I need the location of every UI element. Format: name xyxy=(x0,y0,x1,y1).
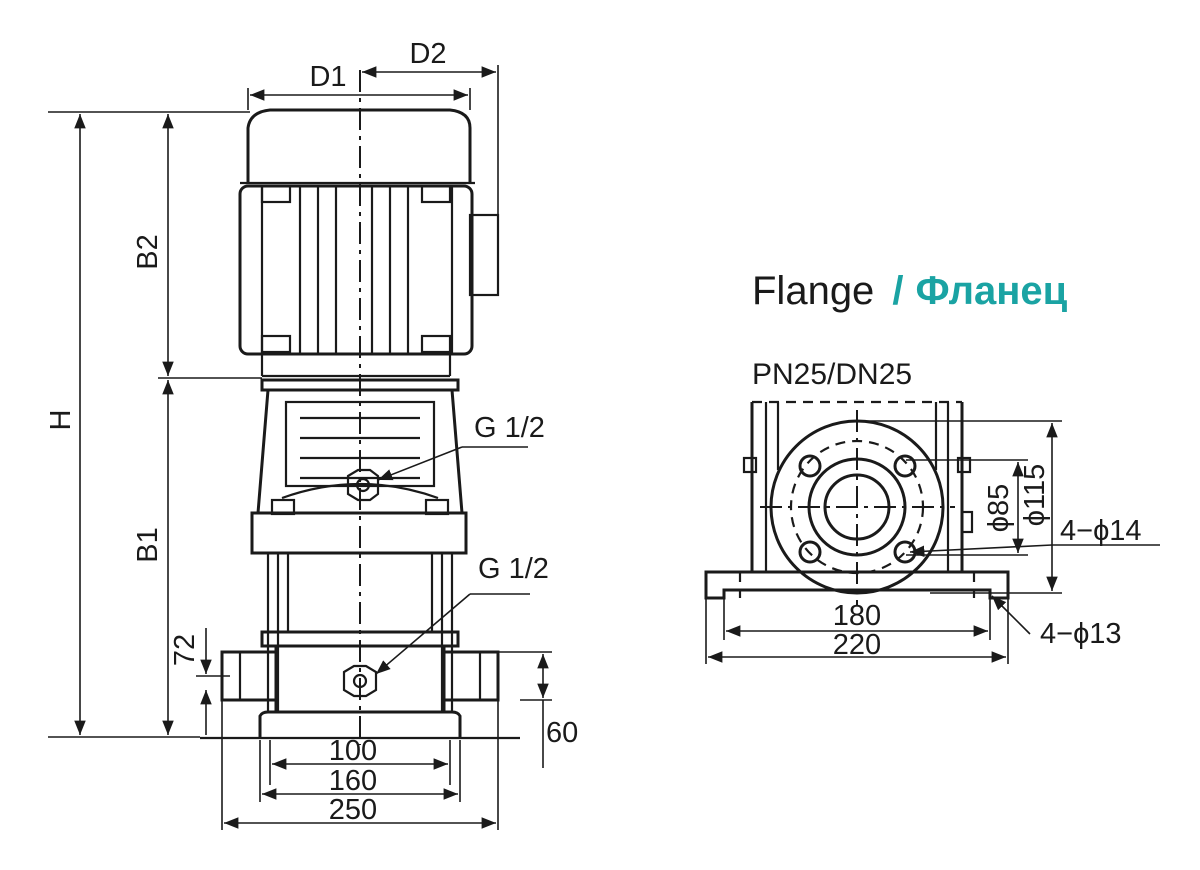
dim-label-b1: B1 xyxy=(132,527,164,562)
dim-label-bolt-holes: 4−ϕ14 xyxy=(1060,515,1142,547)
upper-port-plug xyxy=(346,468,380,502)
dim-label-h: H xyxy=(45,410,77,431)
dim-label-phi115: ϕ115 xyxy=(1019,464,1051,526)
dim-label-d1: D1 xyxy=(309,61,346,93)
flange-title-separator: / xyxy=(892,269,903,313)
dim-label-220: 220 xyxy=(833,629,881,661)
dim-label-180: 180 xyxy=(833,600,881,632)
flange-title-ru: Фланец xyxy=(915,269,1067,313)
flange-title-en: Flange xyxy=(752,269,874,313)
svg-text:Flange / Фланец: Flange / Фланец xyxy=(752,269,1068,313)
flange-spec: PN25/DN25 xyxy=(752,358,912,391)
pump-front-view xyxy=(200,70,520,745)
dim-label-d2: D2 xyxy=(409,38,446,70)
bolt-hole xyxy=(893,454,917,478)
bolt-hole xyxy=(798,540,822,564)
dim-label-phi85: ϕ85 xyxy=(983,484,1015,533)
dim-label-250: 250 xyxy=(329,794,377,826)
upper-plate xyxy=(250,511,468,555)
flange-dimensions: ϕ85 ϕ115 4−ϕ14 4−ϕ13 180 220 xyxy=(705,420,1160,664)
dim-label-60: 60 xyxy=(546,717,578,749)
motor-cap xyxy=(240,108,475,185)
dim-label-b2: B2 xyxy=(132,234,164,269)
dim-label-base-holes: 4−ϕ13 xyxy=(1040,618,1122,650)
lower-port-plug xyxy=(342,664,378,698)
dim-label-160: 160 xyxy=(329,765,377,797)
dim-label-72: 72 xyxy=(169,634,201,666)
flange-title: Flange / Фланец PN25/DN25 xyxy=(752,269,1068,391)
dim-label-100: 100 xyxy=(329,735,377,767)
callout-upper-port: G 1/2 xyxy=(474,412,545,444)
bolt-hole xyxy=(798,454,822,478)
callout-lower-port: G 1/2 xyxy=(478,553,549,585)
pump-dimensions: H B2 B1 72 60 D1 D2 100 xyxy=(45,38,578,830)
flange-view xyxy=(704,400,1010,605)
junction-box xyxy=(468,213,500,297)
motor-body xyxy=(238,184,474,378)
flange-base xyxy=(704,570,1010,600)
